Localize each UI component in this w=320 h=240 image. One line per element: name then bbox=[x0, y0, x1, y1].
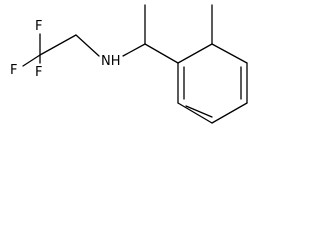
ring-double-bond-4 bbox=[185, 105, 213, 118]
atom-label-nh: NH bbox=[101, 54, 121, 69]
bond-cf3-ch2 bbox=[39, 34, 77, 56]
ring-bond-5 bbox=[211, 43, 248, 64]
atom-label-f-bottom: F bbox=[35, 65, 42, 80]
ring-bond-3 bbox=[211, 102, 248, 124]
bond-ch-ring bbox=[144, 43, 179, 64]
bond-ch2-n bbox=[75, 34, 100, 57]
atom-label-f-left: F bbox=[10, 63, 17, 78]
bond-n-ch bbox=[122, 43, 146, 57]
ring-bond-2 bbox=[177, 102, 213, 124]
structure-canvas: F F F NH bbox=[0, 0, 253, 126]
atom-label-f-top: F bbox=[35, 19, 42, 34]
ring-bond-6 bbox=[177, 43, 213, 64]
molecule-structure: F F F NH bbox=[10, 4, 248, 124]
bond-f-left bbox=[22, 54, 41, 67]
